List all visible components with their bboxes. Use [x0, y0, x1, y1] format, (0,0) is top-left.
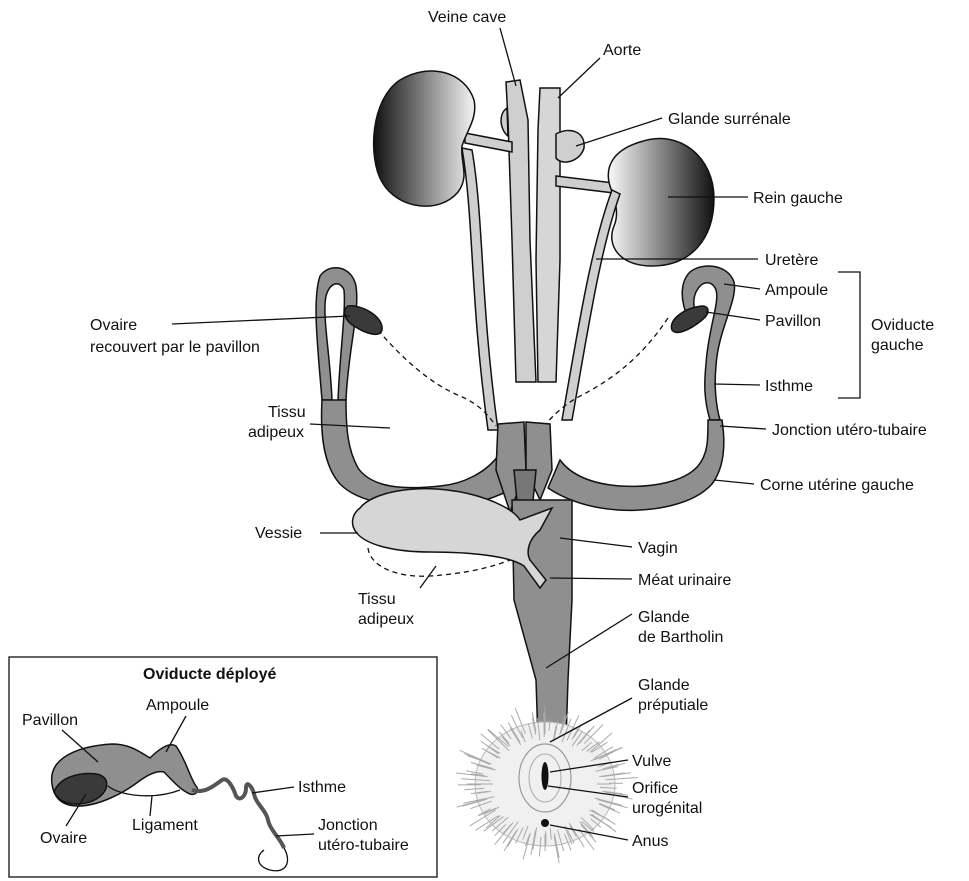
label-tissu-haut-1: Tissu	[268, 404, 306, 421]
label-tissu-bas-2: adipeux	[358, 611, 414, 628]
urogenital-orifice	[542, 762, 549, 790]
leader-tissu-bas	[420, 566, 436, 588]
renal-vessel-right	[556, 176, 614, 193]
label-jonction: Jonction utéro-tubaire	[772, 422, 927, 439]
adrenal-gland	[556, 130, 584, 162]
label-bartholin-2: de Bartholin	[638, 629, 723, 646]
leader-aorte	[558, 58, 600, 98]
label-isthme: Isthme	[765, 378, 813, 395]
uterine-horn-right	[548, 420, 724, 510]
inset-label-ovaire: Ovaire	[40, 830, 87, 847]
inset-label-ligament: Ligament	[132, 817, 198, 834]
inset-label-jonction-1: Jonction	[318, 817, 378, 834]
label-glande-surrenale: Glande surrénale	[668, 111, 791, 128]
inset-oviduct: Oviducte déployé Pavillon Ampoule Isthme…	[9, 657, 437, 877]
leader-corne	[714, 480, 754, 484]
kidney-right	[608, 139, 714, 266]
label-rein-gauche: Rein gauche	[753, 190, 843, 207]
leader-isthme	[714, 384, 760, 385]
leader-jonction	[720, 426, 766, 429]
anus-mark	[541, 819, 549, 827]
ovary-right	[671, 306, 708, 332]
label-uretere: Uretère	[765, 252, 818, 269]
label-aorte: Aorte	[603, 42, 641, 59]
label-preputiale-2: préputiale	[638, 697, 708, 714]
aorta	[536, 88, 560, 382]
label-vessie: Vessie	[255, 525, 302, 542]
inset-label-ampoule: Ampoule	[146, 697, 209, 714]
label-vagin: Vagin	[638, 540, 678, 557]
label-ovaire-1: Ovaire	[90, 317, 137, 334]
label-orifice-2: urogénital	[632, 800, 702, 817]
renal-vein-left	[465, 133, 512, 152]
label-tissu-haut-2: adipeux	[248, 424, 304, 441]
label-vulve: Vulve	[632, 753, 672, 770]
adrenal-gland-left	[501, 108, 508, 136]
label-pavillon: Pavillon	[765, 313, 821, 330]
inset-label-isthme: Isthme	[298, 779, 346, 796]
oviduct-left	[316, 268, 357, 400]
vulva-hair-region	[456, 707, 638, 863]
label-veine-cave: Veine cave	[428, 9, 506, 26]
label-orifice-1: Orifice	[632, 780, 678, 797]
inset-label-pavillon: Pavillon	[22, 712, 78, 729]
vena-cava	[506, 80, 536, 382]
oviduct-right	[682, 266, 734, 420]
inset-title: Oviducte déployé	[143, 666, 276, 683]
label-corne: Corne utérine gauche	[760, 477, 914, 494]
label-ovaire-2: recouvert par le pavillon	[90, 339, 260, 356]
label-preputiale-1: Glande	[638, 677, 690, 694]
leader-veine-cave	[500, 28, 516, 86]
kidney-left	[374, 71, 475, 206]
label-tissu-bas-1: Tissu	[358, 591, 396, 608]
label-oviducte-gauche-2: gauche	[871, 337, 924, 354]
label-anus: Anus	[632, 833, 668, 850]
label-bartholin-1: Glande	[638, 609, 690, 626]
inset-label-jonction-2: utéro-tubaire	[318, 837, 409, 854]
oviducte-bracket	[838, 272, 860, 398]
label-meat: Méat urinaire	[638, 572, 731, 589]
ureter-right	[562, 190, 620, 420]
label-ampoule: Ampoule	[765, 282, 828, 299]
label-oviducte-gauche-1: Oviducte	[871, 317, 934, 334]
ureter-left	[462, 148, 498, 430]
